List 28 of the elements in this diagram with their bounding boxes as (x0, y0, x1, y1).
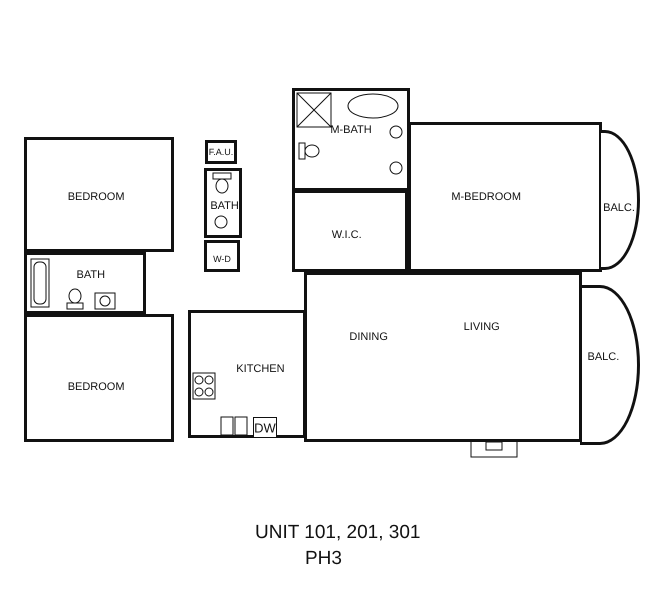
room-outline (292, 88, 410, 191)
room-outline (292, 190, 408, 272)
room-label: BATH (76, 268, 106, 281)
room-outline (24, 137, 174, 252)
room-outline (24, 314, 174, 442)
room-label: W-D (213, 254, 231, 264)
balcony-outline (580, 285, 640, 445)
room-label: M-BATH (330, 124, 372, 136)
room-label: DW (254, 420, 276, 435)
room-label: F.A.U. (208, 147, 234, 157)
room-label: M-BEDROOM (451, 191, 522, 203)
room-label: BEDROOM (68, 380, 125, 393)
room-outline (24, 252, 146, 314)
room-label: DINING (349, 331, 388, 344)
room-label: W.I.C. (332, 228, 362, 241)
plan-caption: PH3 (305, 548, 342, 570)
room-label: BALC. (588, 351, 620, 364)
room-label: LIVING (464, 321, 500, 334)
closet-outline (205, 140, 237, 164)
room-label: BALC. (603, 202, 635, 214)
room-label: KITCHEN (236, 363, 285, 376)
room-outline (408, 122, 602, 272)
plan-title: UNIT 101, 201, 301 (255, 522, 420, 544)
room-label: BATH (210, 200, 239, 212)
room-label: BEDROOM (68, 190, 125, 203)
room-outline (188, 310, 306, 438)
closet-outline (204, 240, 240, 272)
room-outline (204, 168, 242, 238)
